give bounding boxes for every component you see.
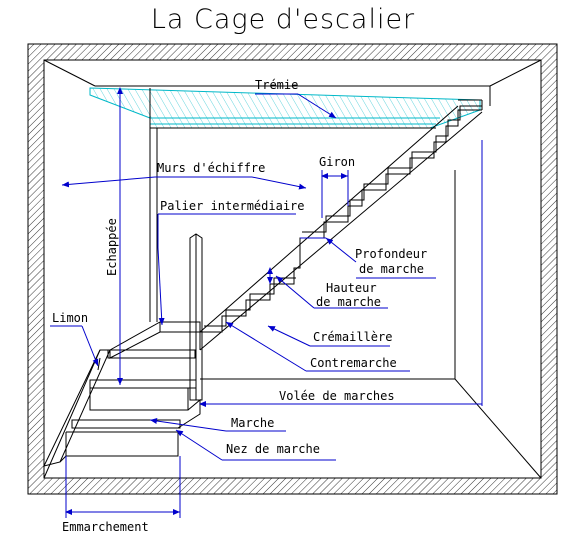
label-hauteur-2: de marche <box>316 295 381 309</box>
echiffre-wall <box>149 128 158 322</box>
label-hauteur-1: Hauteur <box>326 281 377 295</box>
diagram-title: La Cage d'escalier <box>151 4 415 35</box>
annotations: Trémie Murs d'échiffre Giron Palier inte… <box>50 78 483 534</box>
room-perspective <box>43 59 542 479</box>
lower-flight <box>43 349 201 467</box>
label-emmarchement: Emmarchement <box>62 520 149 534</box>
label-limon: Limon <box>52 311 88 325</box>
landing <box>109 321 201 359</box>
tremie-slab <box>89 87 483 129</box>
label-marche: Marche <box>231 416 274 430</box>
label-tremie: Trémie <box>255 78 298 92</box>
label-murs-echiffre: Murs d'échiffre <box>157 161 265 175</box>
label-nez-marche: Nez de marche <box>226 442 320 456</box>
label-giron: Giron <box>319 155 355 169</box>
label-volee-marches: Volée de marches <box>279 389 395 403</box>
label-echappee: Echappée <box>105 218 119 276</box>
label-profondeur-2: de marche <box>359 262 424 276</box>
label-contremarche: Contremarche <box>310 356 397 370</box>
label-cremaillere: Crémaillère <box>313 330 392 344</box>
newel-post <box>189 233 203 401</box>
label-profondeur-1: Profondeur <box>355 247 427 261</box>
upper-flight <box>199 105 483 351</box>
label-palier-intermediaire: Palier intermédiaire <box>160 199 305 213</box>
